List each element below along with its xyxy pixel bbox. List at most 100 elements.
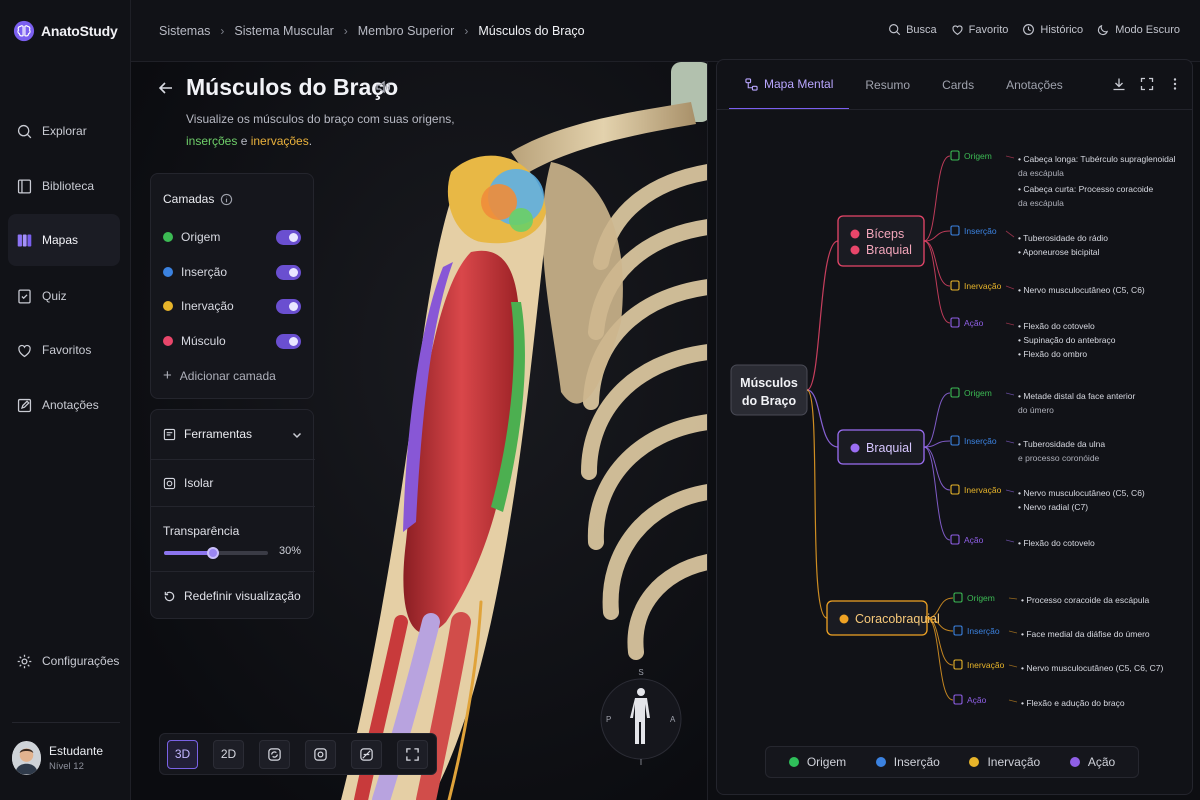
isolate-icon [163, 477, 176, 489]
transparency-slider[interactable] [164, 547, 268, 559]
info-icon[interactable] [220, 193, 233, 206]
sidebar-item-biblioteca[interactable]: Biblioteca [8, 160, 120, 212]
sidebar: AnatoStudy Explorar Biblioteca Mapas Qui… [0, 0, 131, 800]
tab-resumo[interactable]: Resumo [849, 60, 926, 110]
dark-mode-label: Modo Escuro [1115, 23, 1180, 36]
speaker-icon[interactable] [375, 79, 391, 95]
slider-thumb[interactable] [207, 547, 219, 559]
sidebar-item-mapas[interactable]: Mapas [8, 214, 120, 266]
isolate-text: Isolar [184, 476, 214, 490]
category-item: • Face medial da diáfise do úmero [1021, 629, 1150, 639]
chevron-right-icon: › [464, 24, 469, 38]
sidebar-item-quiz[interactable]: Quiz [8, 270, 120, 322]
mind-map-connector [1008, 699, 1018, 703]
back-arrow-icon[interactable] [156, 78, 176, 98]
mind-map-connector [1005, 440, 1015, 444]
reset-view-button[interactable]: Redefinir visualização [151, 572, 315, 620]
sidebar-item-label: Configurações [42, 654, 120, 668]
tab-cards[interactable]: Cards [926, 60, 990, 110]
category-icon [950, 484, 960, 495]
camera-button[interactable] [305, 739, 336, 769]
download-icon[interactable] [1112, 77, 1126, 91]
sidebar-item-label: Quiz [42, 289, 67, 303]
category-item: • Flexão do cotovelo [1018, 538, 1095, 548]
breadcrumb-item[interactable]: Sistemas [159, 24, 211, 38]
layers-title: Camadas [163, 192, 233, 206]
muscle-color-dot [839, 614, 849, 624]
rotate-button[interactable] [259, 739, 290, 769]
layer-label: Músculo [181, 334, 226, 348]
category-item: • Processo coracoide da escápula [1021, 595, 1149, 605]
panel-actions [1112, 77, 1182, 91]
mind-map-connector [1005, 285, 1015, 290]
quiz-icon [18, 288, 31, 304]
category-item: • Nervo musculocutâneo (C5, C6) [1018, 488, 1145, 498]
fullscreen-button[interactable] [397, 739, 428, 769]
add-layer-button[interactable]: + Adicionar camada [163, 367, 276, 384]
mind-map-connector [926, 617, 954, 701]
dark-mode-button[interactable]: Modo Escuro [1097, 23, 1180, 36]
slider-fill [164, 551, 213, 555]
mind-map-muscle-node[interactable] [837, 215, 925, 267]
legend-item-inervacao: Inervação [969, 755, 1040, 769]
layer-toggle-insercao[interactable] [276, 264, 301, 280]
category-label: Ação [964, 535, 984, 545]
breadcrumb-item[interactable]: Membro Superior [357, 24, 455, 38]
compass-p: P [606, 715, 611, 724]
category-item: • Flexão do ombro [1018, 349, 1087, 359]
root-label: Músculos [740, 376, 798, 390]
view-2d-button[interactable]: 2D [213, 739, 244, 769]
history-button[interactable]: Histórico [1022, 23, 1083, 36]
tools-header[interactable]: Ferramentas [151, 410, 315, 460]
gear-icon [17, 654, 32, 668]
view-3d-button[interactable]: 3D [167, 739, 198, 769]
muscle-label: Braquial [866, 441, 912, 455]
mind-map-connector [806, 389, 828, 619]
clock-icon [1023, 24, 1035, 35]
orientation-compass[interactable]: S I P A [600, 667, 682, 765]
tab-anotacoes[interactable]: Anotações [990, 60, 1079, 110]
category-label: Inervação [967, 660, 1005, 670]
breadcrumb: Sistemas › Sistema Muscular › Membro Sup… [159, 24, 585, 38]
mind-map-connector [923, 446, 951, 541]
category-icon [950, 317, 960, 328]
expand-icon[interactable] [1140, 77, 1154, 91]
mind-map-connector [923, 440, 951, 448]
mind-map-connector [1008, 630, 1018, 634]
isolate-button[interactable]: Isolar [151, 460, 315, 507]
favorite-button[interactable]: Favorito [951, 23, 1009, 36]
transparency-value: 30% [278, 545, 301, 557]
tab-mapa-mental[interactable]: Mapa Mental [729, 60, 850, 110]
layer-toggle-origem[interactable] [276, 229, 301, 245]
sidebar-item-configuracoes[interactable]: Configurações [8, 635, 120, 687]
panel-tabs: Mapa Mental Resumo Cards Anotações [729, 60, 1079, 110]
description-highlight-insercoes: inserções [186, 134, 238, 148]
category-icon [953, 694, 963, 705]
map-icon [17, 234, 32, 246]
anatomy-3d-viewer[interactable] [131, 62, 708, 800]
hide-button[interactable] [351, 739, 382, 769]
user-profile[interactable]: Estudante Nível 12 [12, 741, 103, 775]
search-button[interactable]: Busca [888, 23, 937, 36]
category-item: • Supinação do antebraço [1018, 335, 1116, 345]
search-label: Busca [906, 23, 937, 36]
sidebar-item-favoritos[interactable]: Favoritos [8, 324, 120, 376]
legend-label: Ação [1087, 755, 1116, 769]
sidebar-item-anotacoes[interactable]: Anotações [8, 379, 120, 431]
sidebar-item-explorar[interactable]: Explorar [8, 105, 120, 157]
more-vertical-icon[interactable] [1168, 77, 1182, 91]
breadcrumb-item[interactable]: Sistema Muscular [234, 24, 334, 38]
human-figure-icon [630, 688, 650, 744]
legend-dot [1069, 757, 1080, 767]
app-logo[interactable]: AnatoStudy [13, 20, 118, 42]
layer-toggle-inervacao[interactable] [276, 298, 301, 314]
category-item: • Cabeça curta: Processo coracoide [1018, 184, 1154, 194]
category-item: • Tuberosidade do rádio [1018, 233, 1108, 243]
reset-label: Redefinir visualização [163, 589, 301, 603]
layer-toggle-musculo[interactable] [276, 333, 301, 349]
root-label: do Braço [742, 394, 797, 408]
favorite-label: Favorito [968, 23, 1009, 36]
category-item: da escápula [1018, 198, 1064, 208]
